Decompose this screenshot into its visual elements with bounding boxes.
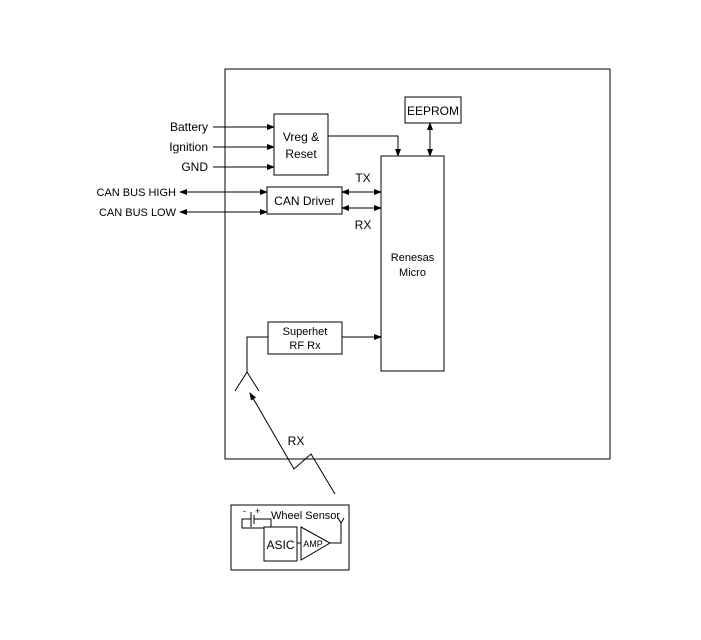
antenna-icon bbox=[234, 336, 268, 392]
can-bus-low-label: CAN BUS LOW bbox=[99, 207, 177, 219]
amp-label: AMP bbox=[303, 539, 323, 549]
vreg-label-2: Reset bbox=[285, 147, 317, 161]
rx-label: RX bbox=[355, 218, 372, 232]
renesas-micro-block: Renesas Micro bbox=[380, 155, 445, 372]
module-enclosure bbox=[224, 68, 611, 460]
vreg-reset-block: Vreg & Reset bbox=[273, 113, 329, 176]
amp-triangle-icon bbox=[300, 526, 332, 561]
battery-label: Battery bbox=[170, 120, 208, 134]
asic-block bbox=[263, 526, 298, 562]
tx-label: TX bbox=[355, 171, 370, 185]
wheel-sensor-block: - + Wheel Sensor ASIC AMP bbox=[230, 504, 350, 571]
superhet-label-2: RF Rx bbox=[289, 340, 321, 352]
ignition-label: Ignition bbox=[169, 140, 208, 154]
battery-plus-label: + bbox=[255, 506, 260, 516]
gnd-label: GND bbox=[181, 160, 208, 174]
vreg-to-micro-arrow bbox=[328, 135, 401, 157]
rf-link-arrow bbox=[249, 392, 336, 495]
rf-rx-label: RX bbox=[288, 434, 305, 448]
battery-minus-label: - bbox=[243, 506, 246, 516]
sensor-antenna-icon bbox=[337, 517, 345, 524]
vreg-label-1: Vreg & bbox=[283, 130, 319, 144]
sensor-antenna-wire bbox=[330, 522, 342, 544]
eeprom-block: EEPROM bbox=[404, 96, 462, 124]
micro-label-2: Micro bbox=[399, 267, 426, 279]
can-driver-block: CAN Driver bbox=[266, 186, 343, 215]
micro-label-1: Renesas bbox=[391, 252, 435, 264]
superhet-label-1: Superhet bbox=[283, 326, 328, 338]
can-driver-label: CAN Driver bbox=[274, 194, 335, 208]
superhet-rf-rx-block: Superhet RF Rx bbox=[267, 321, 343, 355]
eeprom-label: EEPROM bbox=[407, 104, 459, 118]
asic-label: ASIC bbox=[266, 538, 294, 552]
wheel-sensor-title: Wheel Sensor bbox=[271, 510, 340, 522]
battery-icon bbox=[241, 512, 272, 529]
can-bus-high-label: CAN BUS HIGH bbox=[97, 187, 177, 199]
